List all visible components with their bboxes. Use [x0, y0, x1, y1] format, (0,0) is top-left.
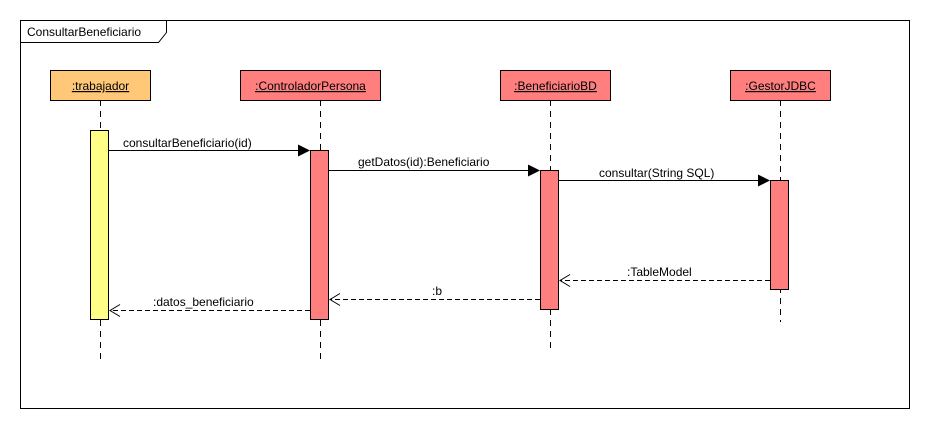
message-1-label: consultarBeneficiario(id) — [123, 136, 252, 150]
frame-title: ConsultarBeneficiario — [27, 25, 141, 39]
message-2-label: getDatos(id):Beneficiario — [358, 155, 490, 169]
activation-beneficiariobd — [540, 170, 559, 310]
message-6-label: :datos_beneficiario — [153, 295, 254, 309]
lifeline-controlador-label: :ControladorPersona — [255, 79, 366, 93]
message-5-arrowhead — [329, 293, 341, 306]
lifeline-gestor-label: :GestorJDBC — [745, 79, 816, 93]
message-4-arrowhead — [559, 274, 571, 287]
lifeline-beneficiariobd-label: :BeneficiarioBD — [514, 79, 597, 93]
lifeline-controlador-box[interactable] — [240, 70, 381, 101]
frame-title-tab — [20, 20, 167, 43]
message-3-label: consultar(String SQL) — [599, 166, 714, 180]
lifeline-beneficiariobd-box[interactable] — [500, 70, 611, 101]
message-4-label: :TableModel — [627, 265, 692, 279]
lifeline-trabajador-box[interactable] — [50, 70, 151, 101]
message-3-arrowhead — [758, 174, 770, 187]
message-5-label: :b — [432, 284, 442, 298]
activation-controlador — [310, 150, 329, 320]
lifeline-trabajador-label: :trabajador — [72, 79, 129, 93]
activation-gestor — [770, 180, 789, 290]
lifeline-gestor-box[interactable] — [730, 70, 831, 101]
message-1-arrowhead — [298, 144, 310, 157]
message-6-arrowhead — [109, 304, 121, 317]
activation-trabajador — [90, 130, 109, 320]
message-2-arrowhead — [528, 164, 540, 177]
